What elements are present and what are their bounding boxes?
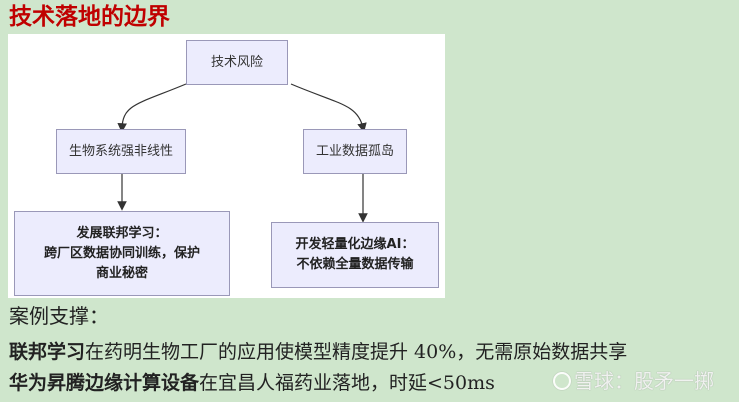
node-branch-left: 生物系统强非线性 bbox=[56, 129, 186, 174]
solution-left-line-3: 商业秘密 bbox=[95, 265, 148, 281]
snowball-logo-icon bbox=[553, 372, 571, 390]
case-item-2: 华为昇腾边缘计算设备在宜昌人福药业落地，时延<50ms bbox=[9, 370, 495, 396]
risk-flowchart: 技术风险 生物系统强非线性 工业数据孤岛 发展联邦学习： 跨厂区数据协同训练，保… bbox=[8, 34, 445, 298]
solution-left-line-1: 发展联邦学习： bbox=[76, 225, 168, 241]
node-solution-left: 发展联邦学习： 跨厂区数据协同训练，保护 商业秘密 bbox=[14, 211, 230, 296]
page-title: 技术落地的边界 bbox=[9, 3, 170, 30]
node-branch-right-label: 工业数据孤岛 bbox=[315, 143, 394, 159]
node-branch-right: 工业数据孤岛 bbox=[303, 129, 407, 174]
case-item-1: 联邦学习在药明生物工厂的应用使模型精度提升 40%，无需原始数据共享 bbox=[9, 339, 627, 365]
solution-left-line-2: 跨厂区数据协同训练，保护 bbox=[43, 245, 200, 261]
node-branch-left-label: 生物系统强非线性 bbox=[68, 143, 173, 159]
flowchart-edges bbox=[117, 83, 368, 223]
watermark-text: 雪球：股矛一掷 bbox=[574, 369, 714, 393]
node-solution-right: 开发轻量化边缘AI： 不依赖全量数据传输 bbox=[271, 222, 439, 288]
watermark: 雪球：股矛一掷 bbox=[553, 368, 714, 394]
cases-heading: 案例支撑： bbox=[9, 304, 109, 328]
case-item-2-text: 在宜昌人福药业落地，时延<50ms bbox=[199, 372, 495, 394]
case-item-1-highlight: 联邦学习 bbox=[9, 341, 86, 363]
case-item-1-text: 在药明生物工厂的应用使模型精度提升 40%，无需原始数据共享 bbox=[85, 341, 628, 363]
node-root: 技术风险 bbox=[186, 40, 288, 85]
node-root-label: 技术风险 bbox=[210, 54, 263, 70]
case-item-2-highlight: 华为昇腾边缘计算设备 bbox=[9, 372, 200, 394]
solution-right-line-1: 开发轻量化边缘AI： bbox=[295, 237, 415, 252]
solution-right-line-2: 不依赖全量数据传输 bbox=[296, 257, 414, 272]
